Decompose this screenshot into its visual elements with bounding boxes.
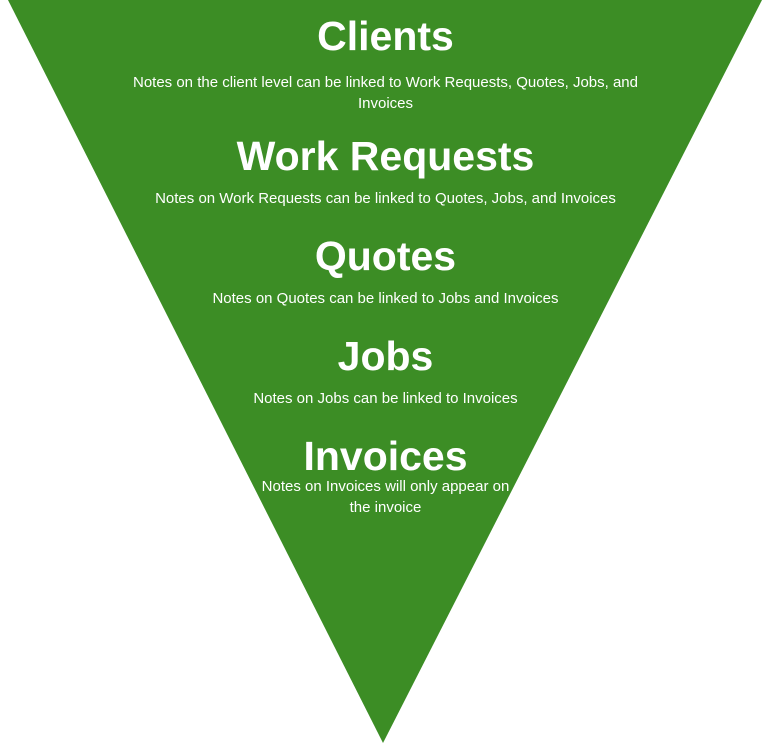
level-note-clients: Notes on the client level can be linked … — [132, 74, 638, 112]
level-title-work-requests: Work Requests — [236, 133, 535, 179]
level-title-invoices: Invoices — [303, 433, 468, 479]
level-note-jobs: Notes on Jobs can be linked to Invoices — [253, 390, 518, 407]
level-note-invoices: Notes on Invoices will only appear on th… — [261, 478, 510, 516]
level-title-quotes: Quotes — [314, 233, 457, 279]
level-note-work-requests: Notes on Work Requests can be linked to … — [155, 190, 616, 207]
level-title-jobs: Jobs — [337, 333, 434, 379]
level-note-quotes: Notes on Quotes can be linked to Jobs an… — [212, 290, 559, 307]
level-title-clients: Clients — [317, 13, 454, 59]
